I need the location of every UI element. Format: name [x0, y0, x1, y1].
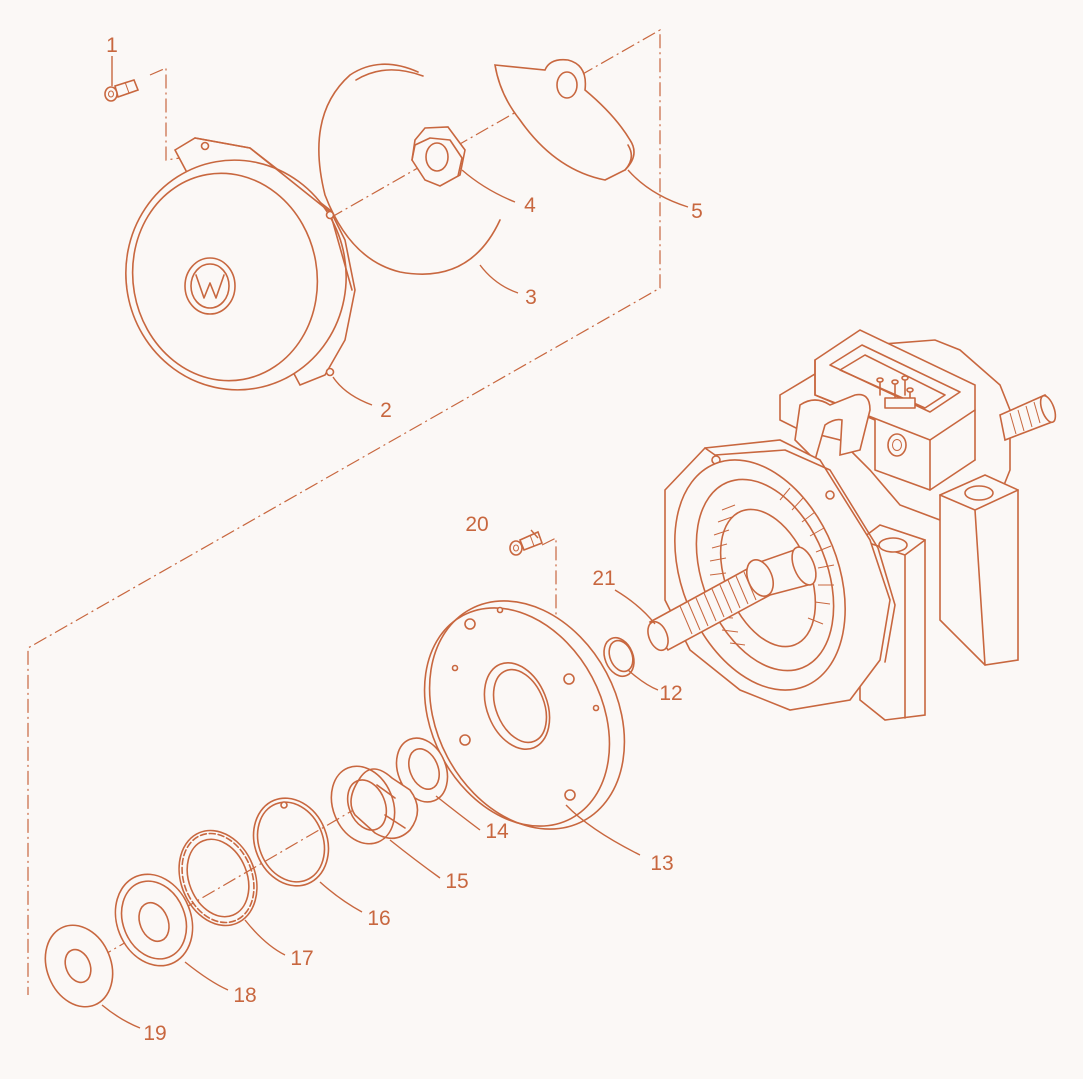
- label-14: 14: [485, 820, 509, 843]
- fan-cover: [125, 137, 356, 391]
- label-16: 16: [367, 907, 390, 930]
- label-12: 12: [659, 682, 682, 705]
- motor-housing: [647, 329, 1057, 721]
- label-19: 19: [143, 1022, 166, 1045]
- label-3: 3: [525, 286, 537, 309]
- label-17: 17: [290, 947, 313, 970]
- label-5: 5: [691, 200, 703, 223]
- label-18: 18: [233, 984, 256, 1007]
- label-15: 15: [445, 870, 468, 893]
- leader-lines: [101, 56, 689, 1029]
- bottom-small-parts: [44, 530, 635, 1008]
- label-1: 1: [106, 34, 118, 57]
- assembly-lines: [27, 28, 661, 995]
- label-4: 4: [524, 194, 536, 217]
- part-labels: 1 2 3 4 5 12 13 14 15 16 17 18 19 20 21: [106, 34, 703, 1045]
- label-13: 13: [650, 852, 673, 875]
- label-21: 21: [592, 567, 615, 590]
- label-2: 2: [380, 399, 392, 422]
- top-small-parts: [104, 58, 635, 275]
- label-20: 20: [465, 513, 488, 536]
